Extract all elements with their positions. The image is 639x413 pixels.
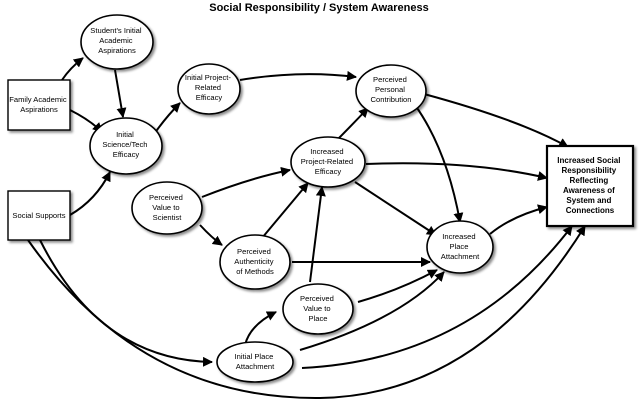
label-line: Initial: [116, 130, 134, 139]
label-line: Place: [449, 242, 468, 251]
label-line: Student's Initial: [90, 26, 142, 35]
label-line: Attachment: [441, 252, 480, 261]
node-initial-place-attachment: Initial Place Attachment: [235, 352, 276, 371]
node-initial-place-ellipse: [216, 341, 294, 383]
edge-value-place-to-place: [357, 269, 438, 303]
label-line: Responsibility: [562, 166, 617, 175]
edge-value-place-to-increased-project: [309, 186, 326, 283]
edge-contribution-to-outcome: [423, 93, 569, 148]
label-line: Science/Tech: [102, 140, 147, 149]
label-line: Value to: [303, 304, 330, 313]
node-perceived-contribution: Perceived Personal Contribution: [371, 75, 412, 104]
label-line: Increased: [310, 147, 343, 156]
edge-increased-project-to-outcome: [365, 162, 548, 181]
edge-increased-project-to-contribution: [334, 107, 369, 143]
node-outcome-box: [545, 144, 635, 228]
node-student-aspirations: Student's Initial Academic Aspirations: [90, 26, 143, 55]
node-student-aspirations-ellipse: [80, 14, 154, 70]
label-line: Academic: [99, 36, 133, 45]
edge-contribution-to-place: [414, 104, 464, 223]
label-line: Connections: [566, 206, 615, 215]
edge-initial-place-to-place: [299, 271, 445, 351]
label-line: Contribution: [371, 95, 412, 104]
edge-initial-place-to-value-place: [244, 311, 277, 346]
label-line: Aspirations: [98, 46, 136, 55]
label-line: Personal: [375, 85, 405, 94]
label-line: Social Supports: [12, 211, 65, 220]
label-line: Awareness of: [563, 186, 615, 195]
node-value-place-ellipse: [282, 283, 354, 335]
label-line: Related: [195, 83, 221, 92]
label-line: System and: [566, 196, 611, 205]
label-line: of Methods: [236, 267, 274, 276]
node-increased-project-ellipse: [290, 136, 366, 188]
label-line: Perceived: [149, 193, 183, 202]
node-contribution-ellipse: [355, 64, 427, 118]
label-line: Increased Social: [557, 156, 620, 165]
label-line: Authenticity: [234, 257, 273, 266]
edge-scientist-to-increased-project: [201, 166, 291, 198]
node-initial-scitech-efficacy: Initial Science/Tech Efficacy: [102, 130, 149, 159]
label-line: Efficacy: [315, 167, 342, 176]
edge-increased-project-to-place: [354, 181, 437, 236]
node-increased-project-efficacy: Increased Project-Related Efficacy: [301, 147, 355, 176]
edge-family-to-student: [61, 57, 84, 81]
edge-initial-project-to-contribution: [239, 70, 357, 81]
node-initial-project-ellipse: [177, 63, 241, 115]
edge-scientist-to-authenticity: [199, 224, 223, 246]
labels: Family Academic Aspirations Social Suppo…: [9, 26, 622, 371]
label-line: Efficacy: [113, 150, 140, 159]
node-value-scientist-ellipse: [131, 181, 203, 235]
node-authenticity-ellipse: [219, 234, 291, 290]
node-initial-project-efficacy: Initial Project- Related Efficacy: [185, 73, 233, 102]
label-line: Family Academic: [9, 95, 67, 104]
node-authenticity-of-methods: Perceived Authenticity of Methods: [234, 247, 275, 276]
edge-initial-place-to-outcome: [301, 225, 573, 369]
node-value-to-place: Perceived Value to Place: [300, 294, 336, 323]
label-line: Initial Place: [235, 352, 274, 361]
label-line: Value to: [152, 203, 179, 212]
edge-social-to-initial-scitech: [69, 171, 111, 216]
label-line: Aspirations: [20, 105, 58, 114]
node-increased-place-ellipse: [426, 220, 494, 274]
edge-student-to-initial-scitech: [114, 69, 127, 118]
node-outcome: Increased Social Responsibility Reflecti…: [557, 156, 622, 215]
edges: [27, 57, 586, 400]
label-line: Increased: [442, 232, 475, 241]
label-line: Efficacy: [196, 93, 223, 102]
node-family-aspirations-box: [7, 79, 71, 131]
edge-place-to-outcome: [489, 204, 548, 235]
node-family-aspirations: Family Academic Aspirations: [9, 95, 69, 114]
edge-social-to-outcome: [27, 225, 586, 400]
node-initial-scitech-ellipse: [89, 117, 163, 175]
edge-authenticity-to-increased-project: [261, 182, 309, 239]
edge-social-to-initial-place: [39, 239, 213, 367]
label-line: Initial Project-: [185, 73, 231, 82]
label-line: Perceived: [237, 247, 271, 256]
label-line: Perceived: [373, 75, 407, 84]
nodes: [7, 14, 635, 383]
node-social-supports: Social Supports: [12, 211, 65, 220]
node-social-supports-box: [7, 190, 71, 241]
label-line: Scientist: [153, 213, 183, 222]
label-line: Perceived: [300, 294, 334, 303]
label-line: Attachment: [236, 362, 275, 371]
diagram-title: Social Responsibility / System Awareness: [209, 2, 428, 14]
label-line: Reflecting: [570, 176, 609, 185]
label-line: Place: [309, 314, 328, 323]
node-increased-place-attachment: Increased Place Attachment: [441, 232, 480, 261]
label-line: Project-Related: [301, 157, 353, 166]
node-value-to-scientist: Perceived Value to Scientist: [149, 193, 185, 222]
